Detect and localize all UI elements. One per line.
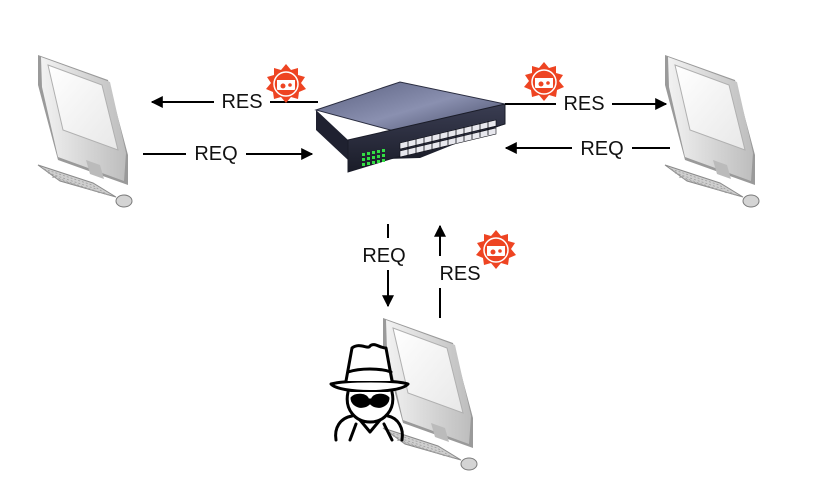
malware-badge-icon xyxy=(265,63,307,104)
desktop-computer-icon xyxy=(664,54,760,208)
top-right-link: RES REQ xyxy=(504,91,670,160)
desktop-computer-icon xyxy=(382,317,478,471)
res-label-right: RES xyxy=(563,93,604,115)
computer-right xyxy=(664,54,760,208)
top-left-link: RES REQ xyxy=(143,89,318,165)
desktop-computer-icon xyxy=(37,54,133,208)
computer-attacker xyxy=(382,317,478,471)
attacker-link: REQ RES xyxy=(362,224,481,318)
computer-left xyxy=(37,54,133,208)
req-label-right: REQ xyxy=(580,138,623,160)
req-label-attacker: REQ xyxy=(362,245,405,267)
res-label-attacker: RES xyxy=(439,263,480,285)
malware-badge-icon xyxy=(475,229,517,270)
network-switch-icon xyxy=(314,81,507,173)
res-label-left: RES xyxy=(221,91,262,113)
spy-hacker-icon xyxy=(329,343,410,442)
req-label-left: REQ xyxy=(194,143,237,165)
